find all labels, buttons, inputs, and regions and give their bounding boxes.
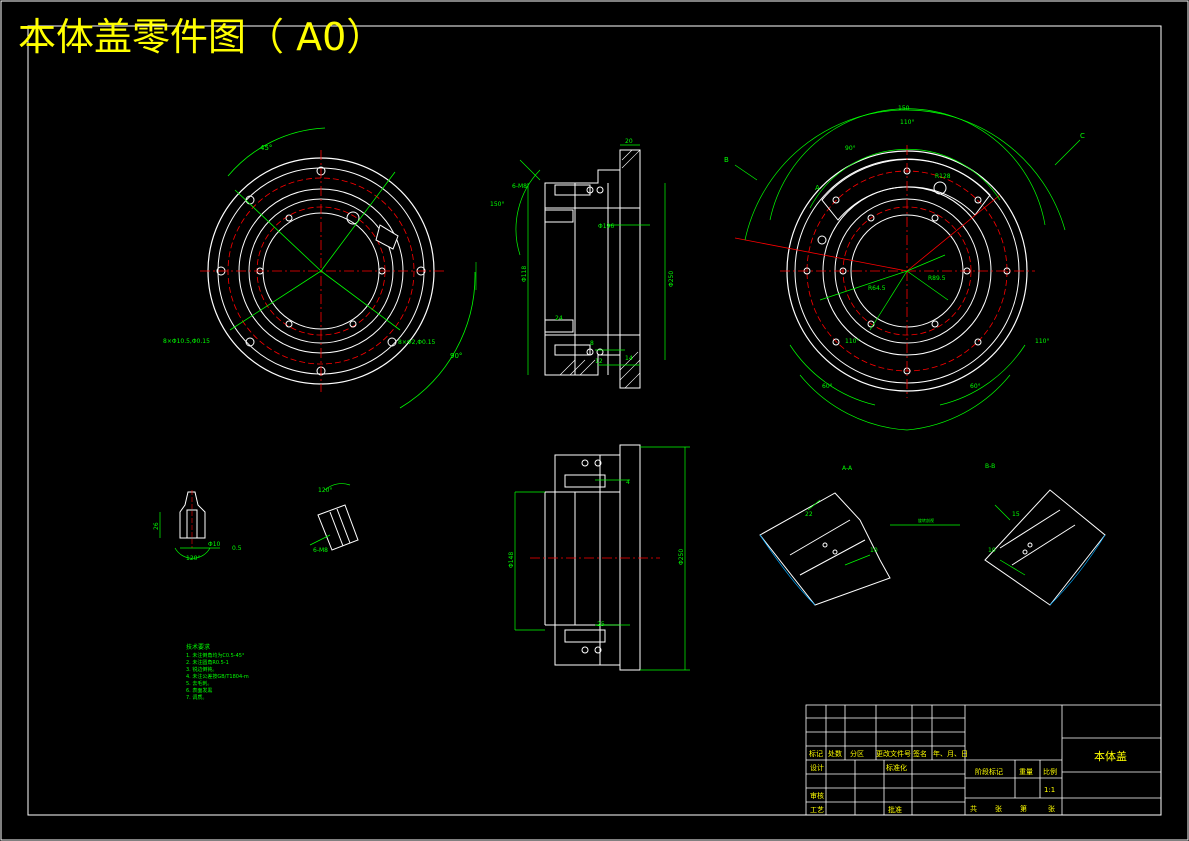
side-dim-top: 20 [625,138,633,145]
note-item: 4. 未注公差按GB/T1804-m [186,674,249,680]
front-view [200,127,477,409]
lower-dim-left: Φ148 [508,552,515,568]
detail-1-dim-b: Φ10 [208,541,221,548]
note-item: 6. 表面发黑 [186,688,213,694]
section-label-left: A-A [842,465,853,472]
section-left-curve [759,534,816,606]
side-dims [515,144,666,375]
right-label-c: C [1080,132,1085,140]
note-item: 2. 未注圆角R0.5-1 [186,660,229,666]
section-right-curve [1049,534,1106,606]
tb-sheet-of: 张 [995,804,1002,813]
side-dim-b: 12 [595,358,603,365]
tb-process: 工艺 [810,806,824,814]
front-hole-note-left: 8×Φ10.5,Φ0.15 [163,338,210,345]
front-angle-right: 90° [450,352,462,360]
detail-1-angle: 120° [186,555,200,562]
inner-frame [27,25,1162,816]
tb-design: 设计 [810,763,824,772]
section-dim-2: 10 [870,547,878,554]
section-dim-3: 15 [1012,511,1020,518]
side-hatch [559,149,641,389]
right-label-a: A [815,184,820,192]
detail-2-thread: 6-M8 [313,547,328,554]
tb-standardize: 标准化 [886,763,907,772]
tb-sheet-no2: 张 [1048,804,1055,813]
detail-1-dim-a: 26 [153,522,160,530]
tb-approve: 批准 [888,805,902,814]
side-angle: 150° [490,201,504,208]
tb-count: 处数 [828,749,842,758]
tb-date: 年、月、日 [933,749,968,758]
lower-view [544,444,641,671]
notes-heading: 技术要求 [186,644,211,651]
side-dim-c: 14 [625,355,633,362]
detail-1-dim-c: 0.5 [232,545,242,552]
tb-scale: 1:1 [1044,786,1055,794]
side-dia-3: Φ196 [598,223,614,230]
tb-stage-mark: 阶段标记 [975,767,1003,776]
section-center-label: 旋转剖视 [918,517,934,523]
lower-dim-right: Φ250 [678,549,685,565]
side-view [544,149,641,389]
side-dim-a: 8 [590,340,594,347]
section-dims [807,499,1026,576]
tb-scale-label: 比例 [1043,767,1057,776]
right-angle-br: 60° [970,383,981,390]
side-dia-2: Φ250 [668,271,675,287]
note-item: 7. 调质。 [186,695,208,701]
note-item: 3. 锐边倒钝。 [186,667,218,673]
tb-doc-no: 更改文件号 [876,749,911,758]
section-dim-1: 22 [805,511,813,518]
right-dim-top: 150 [898,105,910,112]
side-dim-d: 24 [555,315,563,322]
lower-dims [514,446,690,671]
note-item: 5. 去毛刺。 [186,681,213,687]
detail-2-dims [309,483,351,546]
detail-1-dims [159,512,220,559]
title-block-labels: 标记 处数 分区 更改文件号 签名 年、月、日 设计 标准化 阶段标记 重量 比… [809,749,1127,814]
right-angle-bl: 60° [822,383,833,390]
front-hole-note-right: 8×Φ2,Φ0.15 [398,339,436,346]
right-angle-right: 110° [1035,338,1049,345]
tb-mark: 标记 [809,749,823,758]
detail-2-angle: 120° [318,487,332,494]
tb-review: 审核 [810,791,824,800]
tb-weight: 重量 [1019,768,1033,776]
section-dim-4: 10 [988,547,996,554]
lower-dim-a: 4 [626,479,630,486]
tb-zone: 分区 [850,749,864,758]
right-r3: R64.5 [868,285,886,292]
section-right [984,489,1106,606]
lower-dim-b: 25 [597,621,605,628]
right-angle-inner: 90° [845,145,856,152]
right-view [734,145,1035,398]
note-item: 1. 未注倒角均为C0.5-45° [186,653,245,659]
right-r1: R128 [935,173,951,180]
section-label-right: B-B [985,463,995,470]
right-r2: R89.5 [928,275,946,282]
right-dims [734,108,1081,431]
right-angle-left: 110° [845,338,859,345]
drawing-title: 本体盖零件图（ A0） [18,15,385,59]
tb-sheet-no: 第 [1020,804,1027,813]
detail-view-1 [179,490,206,548]
right-label-b: B [724,156,729,164]
side-thread: 6-M8 [512,183,527,190]
title-block [805,704,1162,816]
tb-signature: 签名 [913,749,927,758]
tb-sheets: 共 [970,804,977,813]
right-angle-top: 110° [900,119,914,126]
tb-part-name: 本体盖 [1094,749,1127,763]
side-dia-1: Φ118 [521,266,528,282]
detail-view-2 [317,504,359,551]
front-angle-top: 45° [260,144,272,152]
